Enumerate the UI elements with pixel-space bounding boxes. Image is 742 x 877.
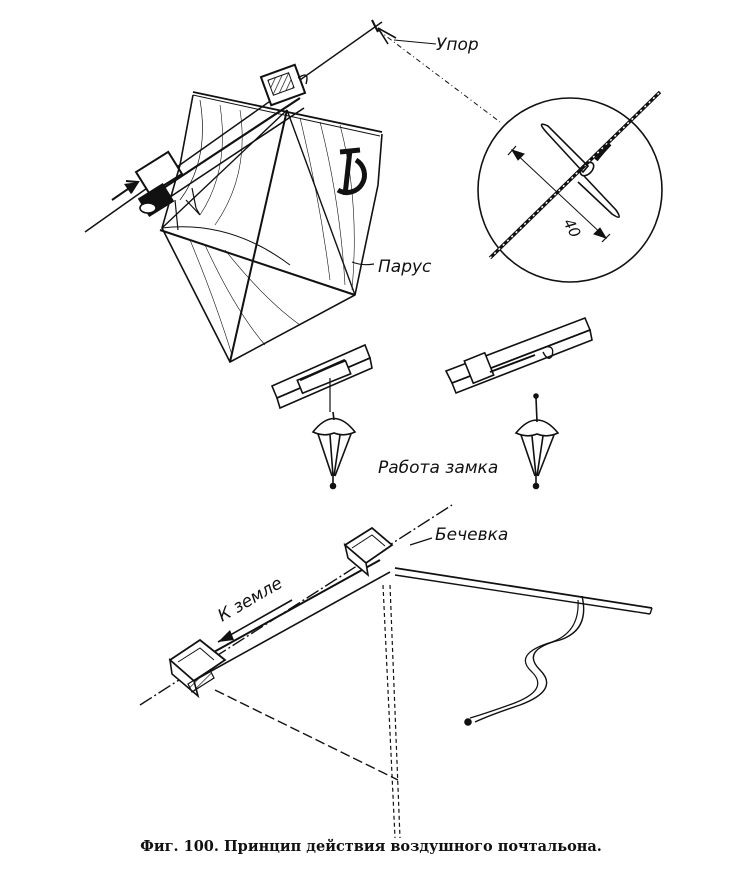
detail-circle — [478, 98, 662, 282]
rear-box — [136, 152, 182, 216]
label-stop: Упор — [436, 35, 479, 55]
sail-leader — [352, 262, 374, 265]
bottom-front-box — [345, 528, 392, 575]
trajectory — [215, 690, 398, 780]
tail-ribbon — [475, 596, 584, 722]
label-lock-operation: Работа замка — [378, 458, 498, 478]
labels: Упор Парус Работа замка Бечевка К земле … — [215, 35, 585, 626]
parachute-right — [516, 420, 558, 436]
lock-left — [272, 345, 372, 489]
front-box — [261, 65, 307, 106]
stop-ring — [542, 124, 589, 172]
rolled-sail-rod — [395, 568, 652, 608]
stop-detail — [478, 92, 662, 282]
stop-leader — [378, 30, 500, 122]
bottom-assembly — [140, 505, 652, 838]
label-string: Бечевка — [435, 525, 508, 545]
figure-caption: Фиг. 100. Принцип действия воздушного по… — [140, 838, 602, 855]
sail — [160, 92, 382, 362]
bottom-rear-box — [170, 640, 225, 696]
kite-string-top — [85, 22, 382, 232]
stop-marker — [372, 20, 378, 32]
label-dimension: 40 — [559, 215, 584, 240]
drop-line — [383, 585, 395, 838]
label-sail: Парус — [378, 257, 432, 277]
lock-right — [446, 318, 592, 489]
top-assembly — [85, 20, 500, 362]
emblem — [338, 150, 364, 195]
parachute-left — [313, 419, 355, 435]
